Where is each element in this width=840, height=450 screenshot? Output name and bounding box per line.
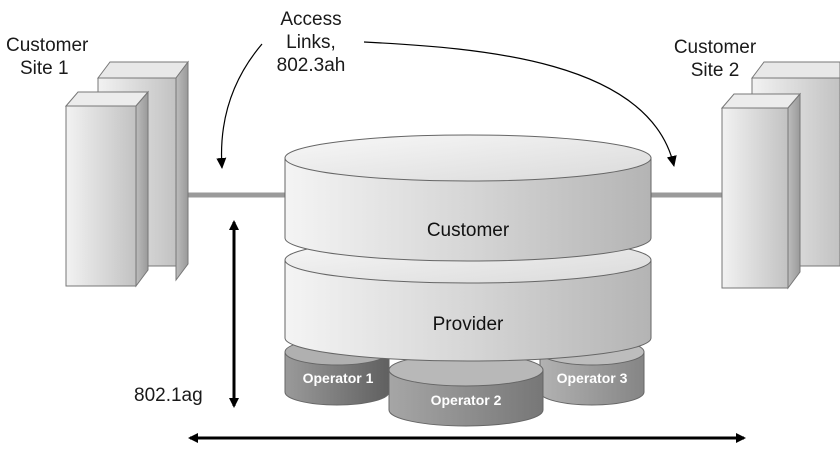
operator-2-label: Operator 2 [430,392,502,408]
operator-3-label: Operator 3 [556,370,628,386]
operator-3-disk [539,351,645,406]
access-link-arrow-left [216,43,263,169]
customer-site-1-servers [64,60,189,288]
customer-site-2-label: Customer Site 2 [660,36,770,82]
oam-standard-label: 802.1ag [134,385,203,406]
customer-disk [284,134,652,262]
customer-site-1-line-2: Site 1 [20,58,69,79]
operator-1-disk [284,351,390,406]
customer-site-2-line-2: Site 2 [690,60,740,81]
access-link-arrow-right [363,41,677,167]
customer-layer-label: Customer [426,220,510,241]
access-links-line-3: 802.3ah [276,55,346,76]
access-links-line-1: Access [280,9,342,30]
customer-site-2-line-1: Customer [673,37,757,58]
provider-layer-label: Provider [432,314,504,335]
operator-1-label: Operator 1 [302,370,374,386]
access-links-label: Access Links, 802.3ah [256,8,366,77]
customer-site-1-line-1: Customer [6,35,89,56]
customer-site-1-label: Customer Site 1 [6,34,106,80]
access-links-line-2: Links, [286,32,336,53]
customer-site-2-servers [720,61,840,290]
